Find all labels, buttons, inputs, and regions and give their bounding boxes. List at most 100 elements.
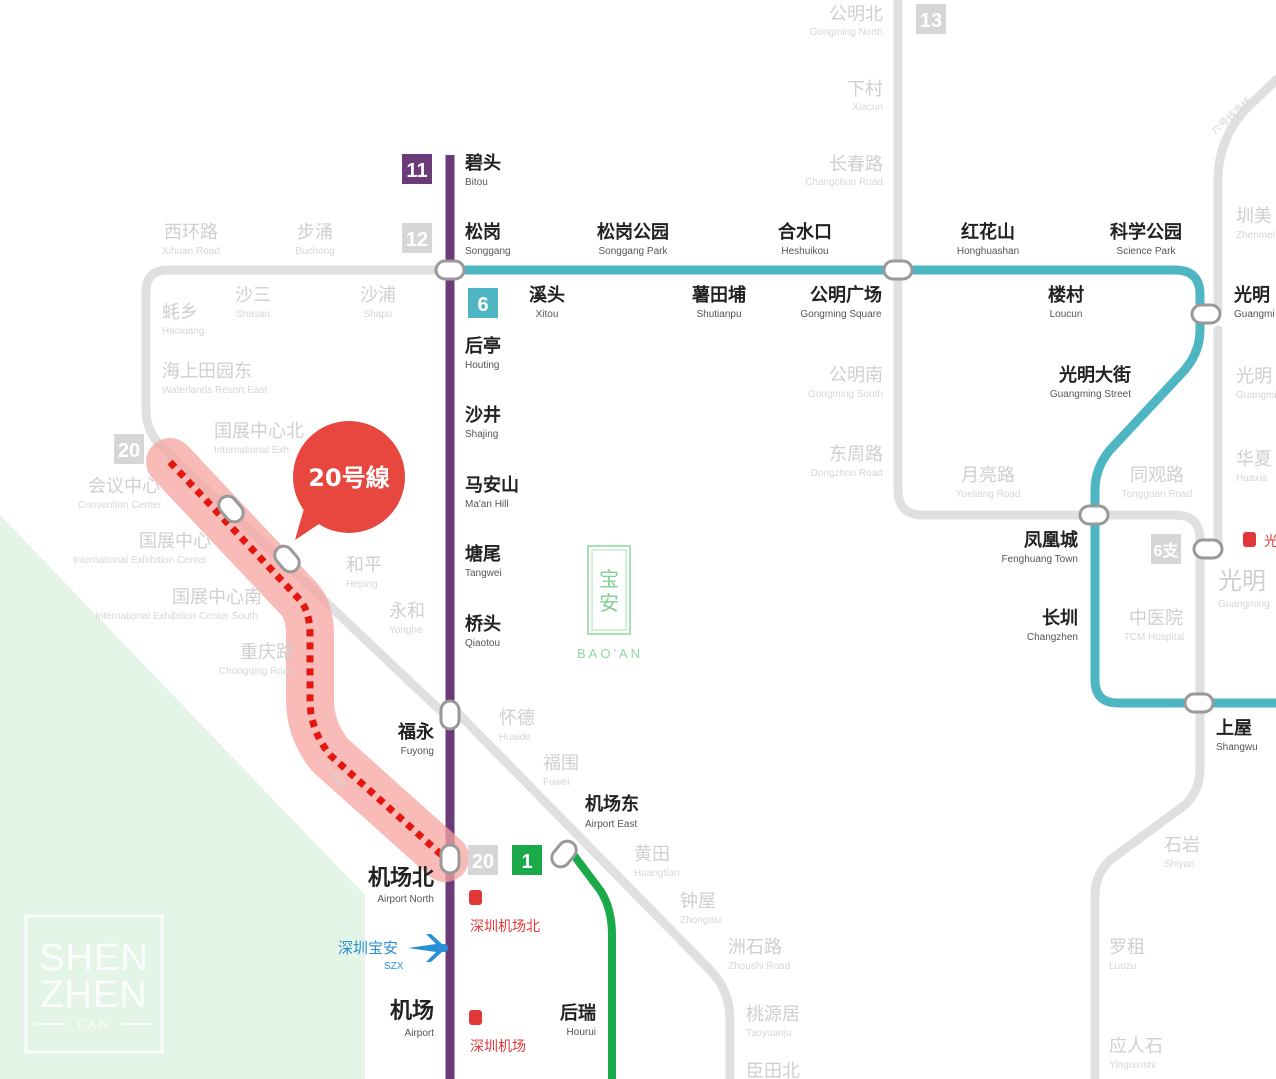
svg-text:溪头: 溪头 [529,285,565,306]
line-1 [566,847,616,1079]
svg-text:马安山: 马安山 [465,474,519,496]
svg-text:公明南: 公明南 [829,365,883,386]
shenzhen-fan-logo: SHEN ZHEN FAN [24,914,164,1054]
svg-text:Honghuashan: Honghuashan [957,246,1019,257]
svg-text:薯田埔: 薯田埔 [691,284,746,306]
svg-text:西环路: 西环路 [164,222,218,243]
svg-text:Huaxia: Huaxia [1236,473,1268,484]
svg-text:华夏: 华夏 [1236,449,1272,470]
svg-text:沙浦: 沙浦 [360,285,396,306]
svg-text:重庆路: 重庆路 [240,642,294,663]
svg-text:钟屋: 钟屋 [680,891,716,912]
svg-text:光明大街: 光明大街 [1058,364,1131,386]
svg-text:Huaide: Huaide [499,732,531,743]
svg-text:Songgang: Songgang [465,246,511,257]
svg-text:合水口: 合水口 [778,221,832,243]
svg-text:石岩: 石岩 [1164,835,1200,856]
svg-text:桥头: 桥头 [465,613,501,635]
svg-text:International Exhibition Cente: International Exhibition Center [73,555,208,566]
airport-name: 深圳宝安 [338,939,398,957]
svg-text:Gongming South: Gongming South [808,389,883,400]
svg-text:Guangming: Guangming [1218,599,1270,610]
svg-text:下村: 下村 [847,79,883,100]
svg-text:Shapu: Shapu [364,309,393,320]
svg-text:Yonghe: Yonghe [389,625,423,636]
svg-text:Airport East: Airport East [585,819,637,830]
svg-text:公明广场: 公明广场 [810,284,882,306]
svg-text:碧头: 碧头 [464,152,501,174]
svg-text:圳美: 圳美 [1236,206,1272,227]
badge-20-a: 20 [118,440,140,462]
svg-text:Airport: Airport [405,1028,435,1039]
rail-partial: 光 [1264,534,1276,550]
svg-text:国展中心: 国展中心 [139,531,211,552]
svg-text:SHEN: SHEN [39,937,149,979]
badge-6: 6 [477,294,488,316]
svg-text:国展中心南: 国展中心南 [172,587,262,608]
svg-text:Shasan: Shasan [236,309,270,320]
svg-text:Fuwei: Fuwei [543,777,570,788]
svg-text:罗租: 罗租 [1109,937,1145,958]
svg-text:长圳: 长圳 [1042,608,1078,629]
svg-text:Bitou: Bitou [465,177,488,188]
svg-text:TCM Hospital: TCM Hospital [1124,632,1185,643]
svg-text:臣田北: 臣田北 [746,1061,800,1079]
svg-text:后亭: 后亭 [465,335,501,357]
svg-text:International Exh: International Exh [214,445,289,456]
badge-1: 1 [521,851,532,873]
svg-text:福永: 福永 [397,721,434,743]
svg-text:安: 安 [599,591,619,615]
svg-text:Xiacun: Xiacun [852,102,883,113]
svg-text:月亮路: 月亮路 [961,465,1015,486]
svg-text:Xihuan Road: Xihuan Road [162,246,220,257]
svg-text:同观路: 同观路 [1130,465,1184,486]
svg-text:光明: 光明 [1236,366,1272,387]
svg-text:步涌: 步涌 [297,222,333,243]
svg-text:黄田: 黄田 [634,844,670,865]
svg-text:科学公园: 科学公园 [1110,221,1182,243]
svg-text:洲石路: 洲石路 [728,937,782,958]
callout-label: 20号線 [308,464,389,492]
svg-text:凤凰城: 凤凰城 [1024,529,1078,551]
rail-markers: 深圳机场北 深圳机场 光 深圳宝安 SZX [338,532,1276,1055]
svg-text:Guangming Street: Guangming Street [1050,389,1131,400]
svg-text:Houting: Houting [465,360,499,371]
svg-text:Tongguan Road: Tongguan Road [1122,489,1193,500]
svg-text:Chongqing Road: Chongqing Road [219,666,294,677]
svg-text:Taoyuanju: Taoyuanju [746,1028,792,1039]
svg-text:怀德: 怀德 [499,708,535,729]
badge-20-b: 20 [472,851,494,873]
svg-text:Science Park: Science Park [1117,246,1177,257]
svg-text:沙三: 沙三 [235,285,271,306]
svg-text:Heshuikou: Heshuikou [781,246,828,257]
svg-text:Heping: Heping [346,579,378,590]
svg-text:FAN: FAN [77,1017,111,1032]
line-6 [445,265,1276,708]
svg-text:松岗: 松岗 [465,221,501,243]
svg-text:Yueliang Road: Yueliang Road [955,489,1020,500]
svg-text:和平: 和平 [346,555,382,576]
svg-text:Ma'an Hill: Ma'an Hill [465,499,509,510]
svg-text:光明: 光明 [1218,567,1266,595]
line-20-callout: 20号線 [293,421,405,540]
svg-text:Xitou: Xitou [536,309,559,320]
svg-text:上屋: 上屋 [1216,718,1252,739]
svg-text:长春路: 长春路 [829,154,883,175]
svg-text:机场: 机场 [390,999,434,1024]
svg-text:Shiyan: Shiyan [1164,859,1195,870]
svg-text:Fuyong: Fuyong [401,746,434,757]
rail-airport-north: 深圳机场北 [470,919,540,935]
svg-text:中医院: 中医院 [1129,608,1183,629]
svg-text:Changzhen: Changzhen [1027,632,1078,643]
badge-11: 11 [406,160,427,182]
svg-text:永和: 永和 [389,601,425,622]
svg-text:Airport North: Airport North [377,894,434,905]
svg-text:Shutianpu: Shutianpu [696,309,741,320]
svg-text:Buchong: Buchong [295,246,334,257]
svg-text:Changchun Road: Changchun Road [805,177,883,188]
svg-text:Huangtian: Huangtian [634,868,680,879]
svg-text:Gongming North: Gongming North [810,27,883,38]
svg-text:会议中心: 会议中心 [88,476,160,497]
svg-text:机场北: 机场北 [368,866,434,891]
